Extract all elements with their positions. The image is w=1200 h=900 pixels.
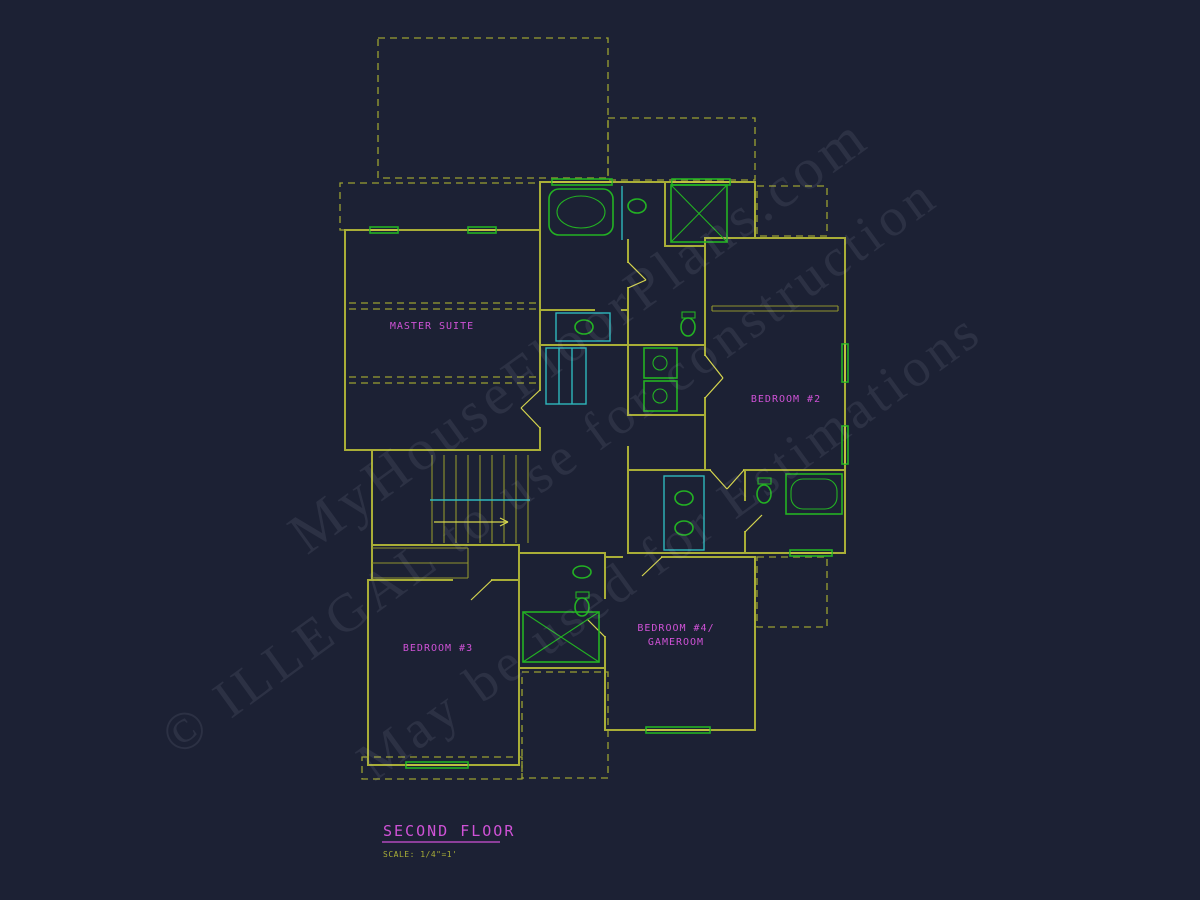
bathroom-fixtures — [522, 184, 843, 663]
sink-fixture — [572, 565, 592, 579]
bathtub-fixture — [548, 188, 614, 236]
double-vanity-counter — [663, 475, 705, 551]
toilet-fixture — [756, 477, 772, 504]
window-icon — [841, 425, 849, 465]
master-suite-label: MASTER SUITE — [390, 321, 474, 332]
scale-note: SCALE: 1/4"=1' — [383, 850, 457, 859]
window-icon — [551, 178, 613, 186]
window-icon — [841, 343, 849, 383]
sink-fixture — [574, 319, 594, 335]
staircase — [430, 455, 530, 543]
window-symbols — [369, 178, 849, 769]
stair-direction-arrow — [434, 517, 509, 527]
shower-fixture — [522, 611, 600, 663]
vanity-counter — [555, 312, 611, 342]
washer-dryer-fixture — [643, 347, 678, 412]
window-icon — [405, 761, 469, 769]
closet-shelving — [545, 347, 587, 405]
window-icon — [789, 549, 833, 557]
sheet-title: SECOND FLOOR — [383, 822, 515, 840]
watermarks: MyHouseFloorPlans.com © ILLEGAL to use f… — [150, 102, 993, 792]
bedroom2-label: BEDROOM #2 — [751, 394, 821, 405]
window-icon — [369, 226, 399, 234]
bedroom4-label-line2: GAMEROOM — [648, 637, 704, 648]
door-marks — [470, 261, 763, 638]
toilet-fixture — [574, 591, 590, 617]
cyan-details — [545, 186, 705, 551]
double-vanity-sinks — [674, 490, 694, 536]
watermark-line-1: MyHouseFloorPlans.com — [276, 102, 880, 566]
toilet-fixture — [680, 311, 696, 337]
room-labels: MASTER SUITE BEDROOM #2 BEDROOM #3 BEDRO… — [390, 321, 821, 654]
interior-walls — [371, 181, 846, 731]
bedroom4-label-line1: BEDROOM #4/ — [637, 623, 714, 634]
title-block: SECOND FLOOR SCALE: 1/4"=1' — [382, 822, 515, 859]
shower-fixture — [670, 184, 728, 243]
dashed-overhang-outlines — [339, 37, 828, 780]
bathtub-fixture — [785, 473, 843, 515]
window-icon — [645, 726, 711, 734]
sink-fixture — [627, 198, 647, 214]
window-icon — [467, 226, 497, 234]
bedroom3-label: BEDROOM #3 — [403, 643, 473, 654]
